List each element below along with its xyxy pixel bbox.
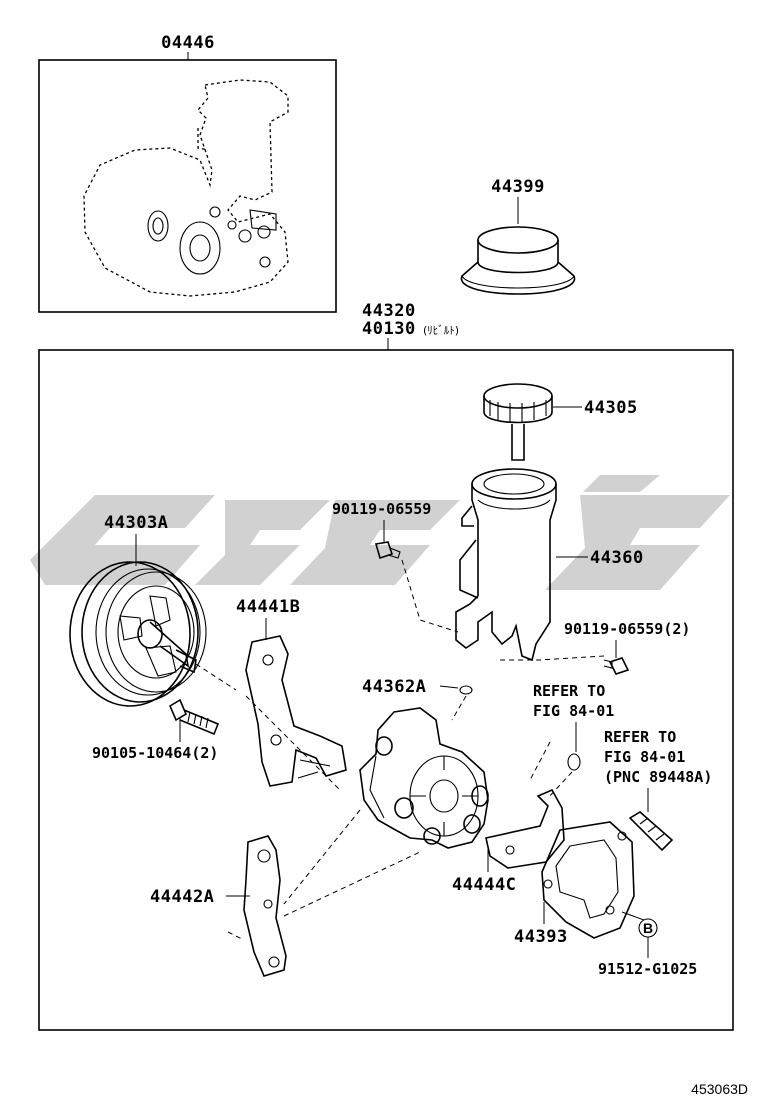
label-90119b: 90119-06559(2)	[564, 620, 690, 638]
refer-note-1: REFER TO FIG 84-01	[529, 682, 614, 799]
label-44305: 44305	[584, 398, 638, 418]
main-box: 44320 40130 (ﾘﾋﾞﾙﾄ)	[38, 301, 734, 1031]
main-part-number-2: 40130	[362, 319, 416, 339]
kit-part-number: 04446	[161, 33, 215, 53]
kit-pump-illustration	[83, 79, 289, 297]
label-44441b: 44441B	[236, 597, 300, 617]
part-90119-bolt-upper: 90119-06559	[332, 500, 459, 633]
part-90105-bolt: 90105-10464(2)	[92, 698, 220, 762]
refer2-line3: (PNC 89448A)	[604, 768, 712, 786]
part-44444c-bracket: 44444C	[452, 788, 565, 895]
watermark-logo	[30, 475, 730, 590]
label-44442a: 44442A	[150, 887, 214, 907]
label-44444c: 44444C	[452, 875, 516, 895]
refer1-line1: REFER TO	[533, 682, 605, 700]
refer1-line2: FIG 84-01	[533, 702, 614, 720]
b-marker: B	[643, 920, 653, 936]
part-44399-cap: 44399	[461, 177, 575, 295]
part-90119-bolt-lower: 90119-06559(2)	[496, 620, 690, 675]
part-44305-reservoir-cap: 44305	[483, 383, 638, 461]
figure-code: 453063D	[691, 1081, 748, 1097]
label-44362a: 44362A	[362, 677, 426, 697]
refer-note-2: REFER TO FIG 84-01 (PNC 89448A)	[604, 728, 712, 852]
part-44303a-pulley: 44303A	[69, 513, 237, 707]
label-44393: 44393	[514, 927, 568, 947]
part-44393-gasket: 44393	[514, 821, 645, 947]
part-44441b-bracket: 44441B	[236, 597, 347, 791]
main-rebuilt-note: (ﾘﾋﾞﾙﾄ)	[423, 324, 459, 337]
label-90119a: 90119-06559	[332, 500, 431, 518]
label-90105: 90105-10464(2)	[92, 744, 218, 762]
main-part-number: 44320	[362, 301, 416, 321]
label-44399: 44399	[491, 177, 545, 197]
part-91512-marker: B 91512-G1025	[598, 918, 697, 978]
part-44362a-oring: 44362A	[362, 677, 473, 721]
label-91512: 91512-G1025	[598, 960, 697, 978]
part-44360-reservoir: 44360	[455, 468, 644, 662]
kit-box: 04446	[38, 33, 337, 313]
label-44360: 44360	[590, 548, 644, 568]
refer2-line2: FIG 84-01	[604, 748, 685, 766]
part-44442a-bracket: 44442A	[150, 835, 421, 977]
refer2-line1: REFER TO	[604, 728, 676, 746]
label-44303a: 44303A	[104, 513, 168, 533]
part-pump-body	[283, 707, 489, 905]
